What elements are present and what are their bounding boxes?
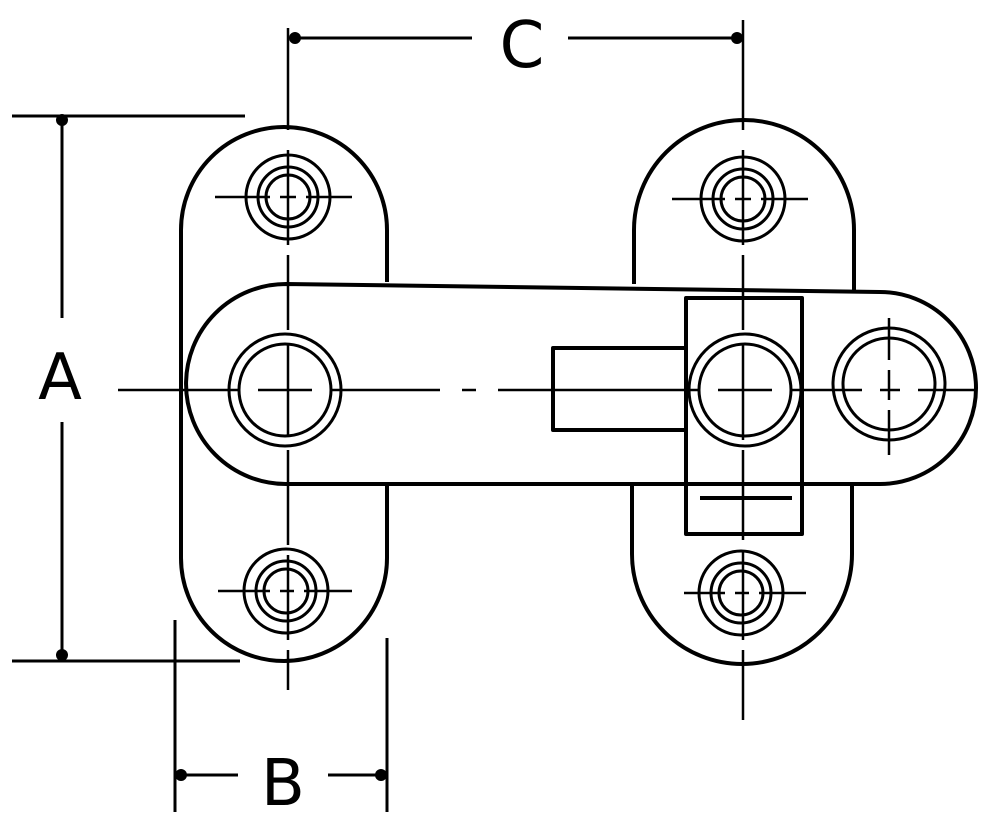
left-mounting-plate xyxy=(179,125,389,663)
dimension-a-label: A xyxy=(38,341,82,415)
dimension-a: A xyxy=(12,114,245,663)
hasp-bar xyxy=(184,282,978,486)
dimension-b-label: B xyxy=(261,747,305,821)
dimension-c-label: C xyxy=(500,9,545,83)
dimension-b: B xyxy=(173,620,389,821)
center-lines xyxy=(118,20,974,720)
dimension-c: C xyxy=(289,9,743,83)
